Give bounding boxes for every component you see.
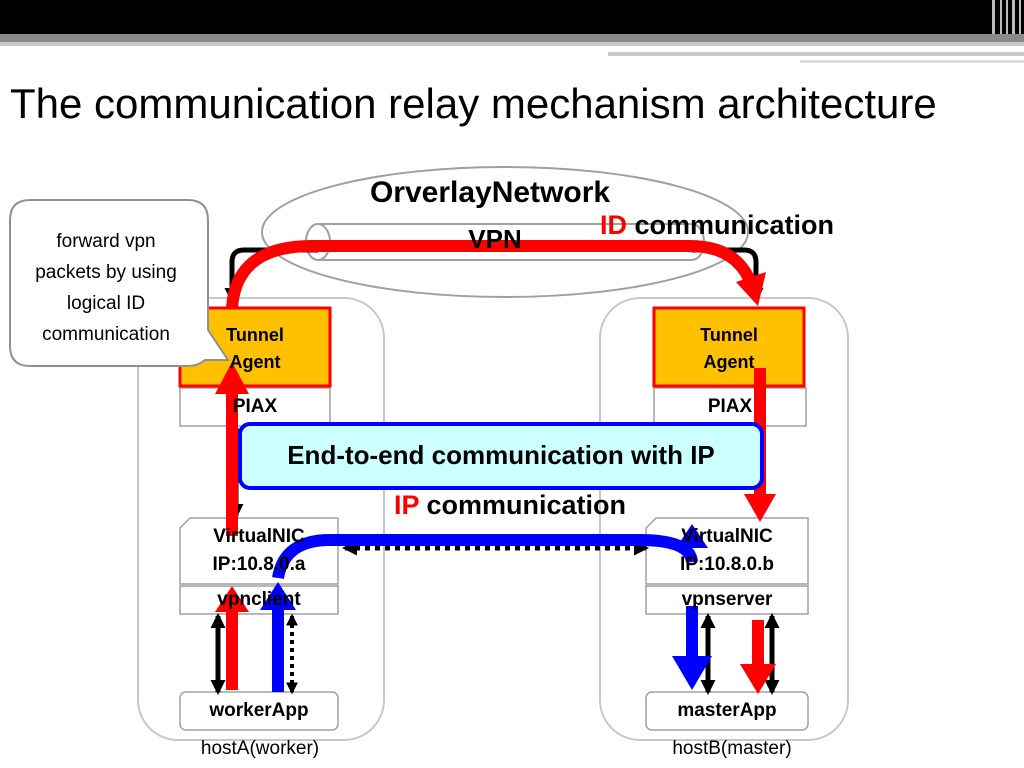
virtualnic-line: IP:10.8.0.b <box>680 554 774 575</box>
hostA-app-links <box>210 613 298 695</box>
hostA-app-label: workerApp <box>209 700 309 721</box>
hostA-tunnel-agent-label: Tunnel Agent <box>180 322 330 376</box>
vpn-link-left <box>224 247 318 303</box>
tunnel-agent-line: Tunnel <box>700 325 758 345</box>
hostB-tunnel-agent-box <box>652 306 806 388</box>
hostA-app-box <box>179 691 339 731</box>
hostB-caption: hostB(master) <box>672 738 792 759</box>
hostB-piax-box <box>653 387 807 427</box>
virtualnic-line: VirtualNIC <box>213 526 305 547</box>
e2e-box <box>238 422 764 490</box>
ip-communication-label: IP communication <box>360 490 660 521</box>
virtualnic-line: VirtualNIC <box>681 526 773 547</box>
callout-line: communication <box>42 324 170 345</box>
ip-prefix: IP <box>393 490 419 520</box>
hostA-vpn-box <box>179 585 339 615</box>
header-bar <box>0 0 1024 34</box>
hostB-virtualnic-label: VirtualNIC IP:10.8.0.b <box>646 523 808 579</box>
hostB-app-label: masterApp <box>677 700 777 721</box>
virtualnic-line: IP:10.8.0.a <box>212 554 306 575</box>
id-communication-label: ID communication <box>600 210 880 241</box>
ip-communication-path <box>260 524 712 692</box>
callout-bubble <box>9 199 230 367</box>
callout-text: forward vpn packets by using logical ID … <box>8 226 204 350</box>
hostA-caption: hostA(worker) <box>200 738 320 759</box>
tunnel-agent-line: Agent <box>229 352 281 372</box>
callout-line: logical ID <box>66 293 146 314</box>
header-stripe <box>0 34 1024 42</box>
id-suffix: communication <box>627 210 835 240</box>
id-prefix: ID <box>600 210 627 240</box>
hostA-virtualnic-label: VirtualNIC IP:10.8.0.a <box>180 523 338 579</box>
hostB-app-box <box>645 691 809 731</box>
hostA-virtualnic-box <box>179 517 339 585</box>
hostB-app-links <box>700 613 780 695</box>
tunnel-agent-line: Agent <box>703 352 755 372</box>
hostA-piax-box <box>179 387 331 427</box>
header-decoration <box>608 0 1024 63</box>
hostB-vpn-box <box>645 585 809 615</box>
hostB-piax-label: PIAX <box>707 396 753 417</box>
e2e-label: End-to-end communication with IP <box>287 440 715 470</box>
callout-line: packets by using <box>35 262 177 283</box>
vpn-label: VPN <box>468 224 522 254</box>
callout-line: forward vpn <box>56 231 156 252</box>
hostB-tunnel-agent-label: Tunnel Agent <box>654 322 804 376</box>
hostA-vpn-label: vpnclient <box>217 589 301 610</box>
header-stripe-light <box>0 42 1024 46</box>
hostB-vpn-label: vpnserver <box>681 589 773 610</box>
tunnel-agent-line: Tunnel <box>226 325 284 345</box>
overlay-network-label: OrverlayNetwork <box>369 176 611 209</box>
hostA-piax-label: PIAX <box>232 396 278 417</box>
vpn-link-right <box>692 247 764 303</box>
ip-suffix: communication <box>419 490 627 520</box>
page-title: The communication relay mechanism archit… <box>10 80 937 127</box>
